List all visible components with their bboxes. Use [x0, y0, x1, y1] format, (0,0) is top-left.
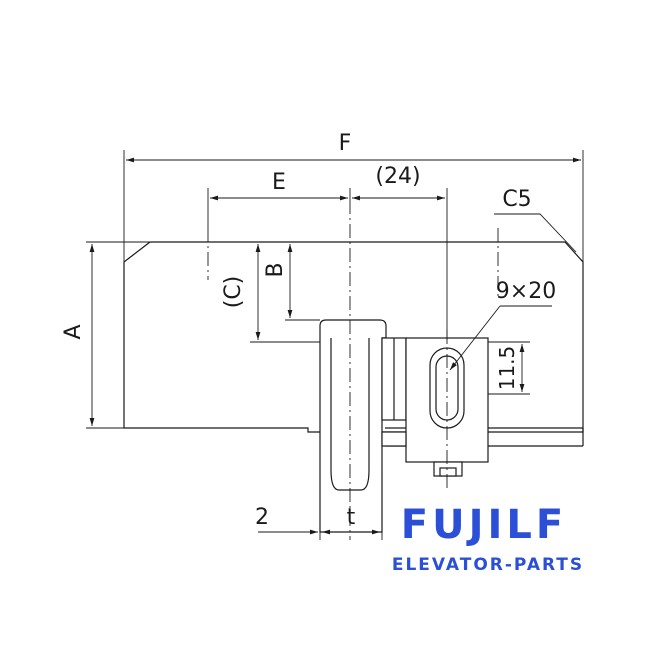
dim-label-slot: 9×20 [496, 279, 556, 304]
dim-label-t: t [347, 505, 356, 530]
dim-label-e: E [272, 170, 286, 195]
dimension-lines [89, 157, 581, 535]
center-lines [207, 200, 499, 540]
extension-lines [86, 150, 584, 540]
dim-label-c5: C5 [502, 187, 531, 212]
dim-label-24: (24) [375, 164, 420, 189]
leader-lines [449, 213, 577, 371]
dim-label-f: F [339, 131, 352, 156]
logo-tagline: ELEVATOR-PARTS [392, 555, 584, 575]
dim-label-b: B [263, 262, 288, 277]
vertical-guide-bar [319, 319, 387, 533]
logo-brand: FUJILF [401, 502, 567, 548]
dim-label-2: 2 [255, 505, 269, 530]
dim-label-11-5: 11.5 [495, 346, 519, 391]
dim-label-a: A [61, 324, 86, 339]
dim-label-c: (C) [221, 276, 246, 309]
bracket-block [381, 337, 489, 477]
